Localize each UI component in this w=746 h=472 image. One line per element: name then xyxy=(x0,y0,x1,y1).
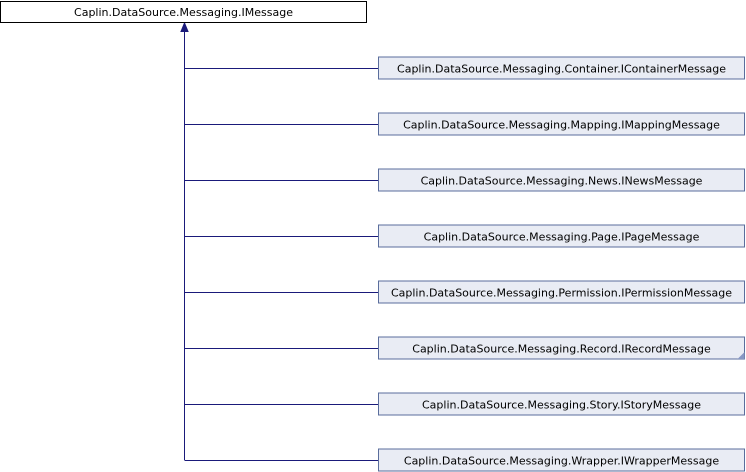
inheritance-edges xyxy=(180,21,379,461)
child-node-box xyxy=(378,280,745,304)
child-node-label: Caplin.DataSource.Messaging.News.INewsMe… xyxy=(421,175,703,188)
child-node-label: Caplin.DataSource.Messaging.Wrapper.IWra… xyxy=(404,455,719,468)
child-node-box xyxy=(378,336,745,360)
child-node[interactable]: Caplin.DataSource.Messaging.Container.IC… xyxy=(378,56,745,80)
root-node-box xyxy=(0,1,367,23)
root-node-label: Caplin.DataSource.Messaging.IMessage xyxy=(74,6,293,19)
child-node[interactable]: Caplin.DataSource.Messaging.Permission.I… xyxy=(378,280,745,304)
child-node[interactable]: Caplin.DataSource.Messaging.Mapping.IMap… xyxy=(378,112,745,136)
child-node-box xyxy=(378,56,745,80)
child-node-label: Caplin.DataSource.Messaging.Container.IC… xyxy=(397,63,726,76)
child-node[interactable]: Caplin.DataSource.Messaging.News.INewsMe… xyxy=(378,168,745,192)
child-nodes: Caplin.DataSource.Messaging.Container.IC… xyxy=(378,56,745,472)
inheritance-arrowhead xyxy=(180,21,189,32)
folded-node-marker-icon xyxy=(737,352,745,359)
child-node-label: Caplin.DataSource.Messaging.Record.IReco… xyxy=(412,343,711,356)
child-node-box xyxy=(378,224,745,248)
child-node-box xyxy=(378,392,745,416)
child-node[interactable]: Caplin.DataSource.Messaging.Wrapper.IWra… xyxy=(378,448,745,472)
child-node-label: Caplin.DataSource.Messaging.Page.IPageMe… xyxy=(424,231,700,244)
child-node[interactable]: Caplin.DataSource.Messaging.Record.IReco… xyxy=(378,336,745,360)
child-node-label: Caplin.DataSource.Messaging.Story.IStory… xyxy=(422,399,701,412)
child-node-box xyxy=(378,112,745,136)
child-node-box xyxy=(378,448,745,472)
root-node[interactable]: Caplin.DataSource.Messaging.IMessage xyxy=(0,1,367,23)
child-node[interactable]: Caplin.DataSource.Messaging.Story.IStory… xyxy=(378,392,745,416)
child-node-label: Caplin.DataSource.Messaging.Permission.I… xyxy=(391,287,732,300)
child-node-label: Caplin.DataSource.Messaging.Mapping.IMap… xyxy=(403,119,720,132)
child-node-box xyxy=(378,168,745,192)
child-node[interactable]: Caplin.DataSource.Messaging.Page.IPageMe… xyxy=(378,224,745,248)
